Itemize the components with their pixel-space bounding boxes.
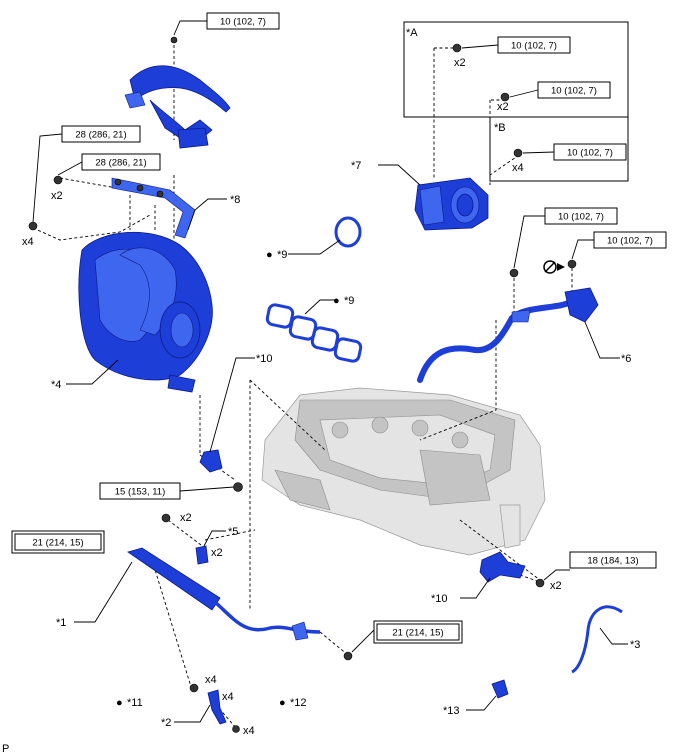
torque-spec-r2: 10 (102, 7)	[593, 231, 667, 249]
svg-text:10 (102, 7): 10 (102, 7)	[220, 17, 266, 28]
svg-text:10 (102, 7): 10 (102, 7)	[558, 212, 604, 223]
bracket-lower	[479, 551, 526, 583]
throttle-body	[414, 177, 489, 231]
svg-text:*10: *10	[256, 353, 273, 365]
no-reuse-icon	[543, 260, 565, 274]
engine-block	[261, 387, 546, 556]
torque-spec-18: 18 (184, 13)	[569, 551, 657, 569]
svg-text:*3: *3	[630, 639, 640, 651]
svg-text:*11: *11	[127, 697, 143, 709]
svg-text:*13: *13	[443, 705, 460, 717]
fuel-delivery-pipe	[127, 547, 321, 641]
svg-text:●: ●	[279, 697, 286, 709]
callout-labels: *A *B *7 *8 *9 *9 *6 *10 *4 *5 *1 *10 *3…	[51, 27, 640, 729]
svg-text:x4: x4	[22, 236, 34, 248]
fuel-injector	[207, 689, 227, 725]
quantity-labels: x2 x2 x4 x2 x4 x2 x2 x2 x4 x4 x4	[22, 57, 562, 737]
insulator	[232, 725, 240, 733]
clip	[491, 679, 509, 699]
svg-text:*7: *7	[351, 160, 361, 172]
svg-text:10 (102, 7): 10 (102, 7)	[511, 41, 557, 52]
svg-text:x2: x2	[454, 57, 466, 69]
torque-spec-28b: 28 (286, 21)	[81, 153, 161, 171]
svg-text:10 (102, 7): 10 (102, 7)	[551, 86, 597, 97]
torque-spec-21b: 21 (214, 15)	[373, 620, 463, 644]
torque-spec-21a: 21 (214, 15)	[11, 530, 105, 554]
svg-text:x2: x2	[497, 101, 509, 113]
svg-text:*9: *9	[344, 295, 354, 307]
svg-text:15 (153, 11): 15 (153, 11)	[115, 487, 166, 498]
svg-text:●: ●	[116, 697, 123, 709]
footer-code: P	[2, 743, 9, 755]
svg-text:*A: *A	[406, 27, 418, 39]
svg-text:28 (286, 21): 28 (286, 21)	[95, 158, 146, 169]
svg-text:*10: *10	[431, 593, 448, 605]
torque-spec-top: 10 (102, 7)	[206, 12, 280, 30]
wire-harness	[124, 65, 231, 149]
svg-text:10 (102, 7): 10 (102, 7)	[567, 148, 613, 159]
torque-spec-a2: 10 (102, 7)	[537, 81, 611, 99]
svg-text:21 (214, 15): 21 (214, 15)	[392, 628, 443, 639]
svg-text:18 (184, 13): 18 (184, 13)	[587, 556, 638, 567]
svg-text:*9: *9	[277, 249, 287, 261]
svg-text:x2: x2	[180, 512, 192, 524]
svg-text:*4: *4	[51, 379, 61, 391]
svg-text:x4: x4	[512, 162, 524, 174]
svg-text:x4: x4	[205, 674, 217, 686]
svg-text:●: ●	[266, 249, 273, 261]
throttle-gasket	[334, 216, 362, 248]
svg-text:x4: x4	[243, 725, 255, 737]
bullet-markers: ● ● ● ●	[116, 249, 340, 709]
svg-text:28 (286, 21): 28 (286, 21)	[75, 130, 126, 141]
svg-text:x4: x4	[222, 691, 234, 703]
hose-assembly	[417, 287, 599, 383]
svg-text:10 (102, 7): 10 (102, 7)	[607, 236, 653, 247]
torque-spec-28a: 28 (286, 21)	[61, 125, 141, 143]
svg-text:*5: *5	[228, 526, 238, 538]
torque-spec-r1: 10 (102, 7)	[544, 207, 618, 225]
torque-spec-b: 10 (102, 7)	[553, 143, 627, 161]
manifold-gaskets	[265, 303, 363, 363]
hose-right	[571, 605, 623, 674]
detail-box-a	[403, 21, 629, 118]
svg-text:*1: *1	[56, 617, 66, 629]
svg-text:x2: x2	[51, 190, 63, 202]
svg-text:x2: x2	[550, 580, 562, 592]
svg-text:*8: *8	[230, 194, 240, 206]
torque-spec-15: 15 (153, 11)	[99, 482, 181, 500]
manifold-gasket-bracket	[111, 177, 196, 239]
injector-spacer	[195, 545, 209, 565]
intake-manifold	[78, 231, 213, 393]
svg-text:*B: *B	[494, 122, 506, 134]
bracket-upper	[199, 449, 223, 473]
svg-text:*12: *12	[290, 697, 307, 709]
o-ring	[189, 683, 199, 693]
svg-text:21 (214, 15): 21 (214, 15)	[32, 538, 83, 549]
bolts	[28, 36, 577, 661]
svg-text:x2: x2	[211, 547, 223, 559]
svg-text:●: ●	[333, 295, 340, 307]
torque-spec-a1: 10 (102, 7)	[497, 36, 571, 54]
leader-lines	[32, 20, 628, 723]
svg-text:*2: *2	[161, 717, 171, 729]
svg-text:*6: *6	[621, 353, 631, 365]
